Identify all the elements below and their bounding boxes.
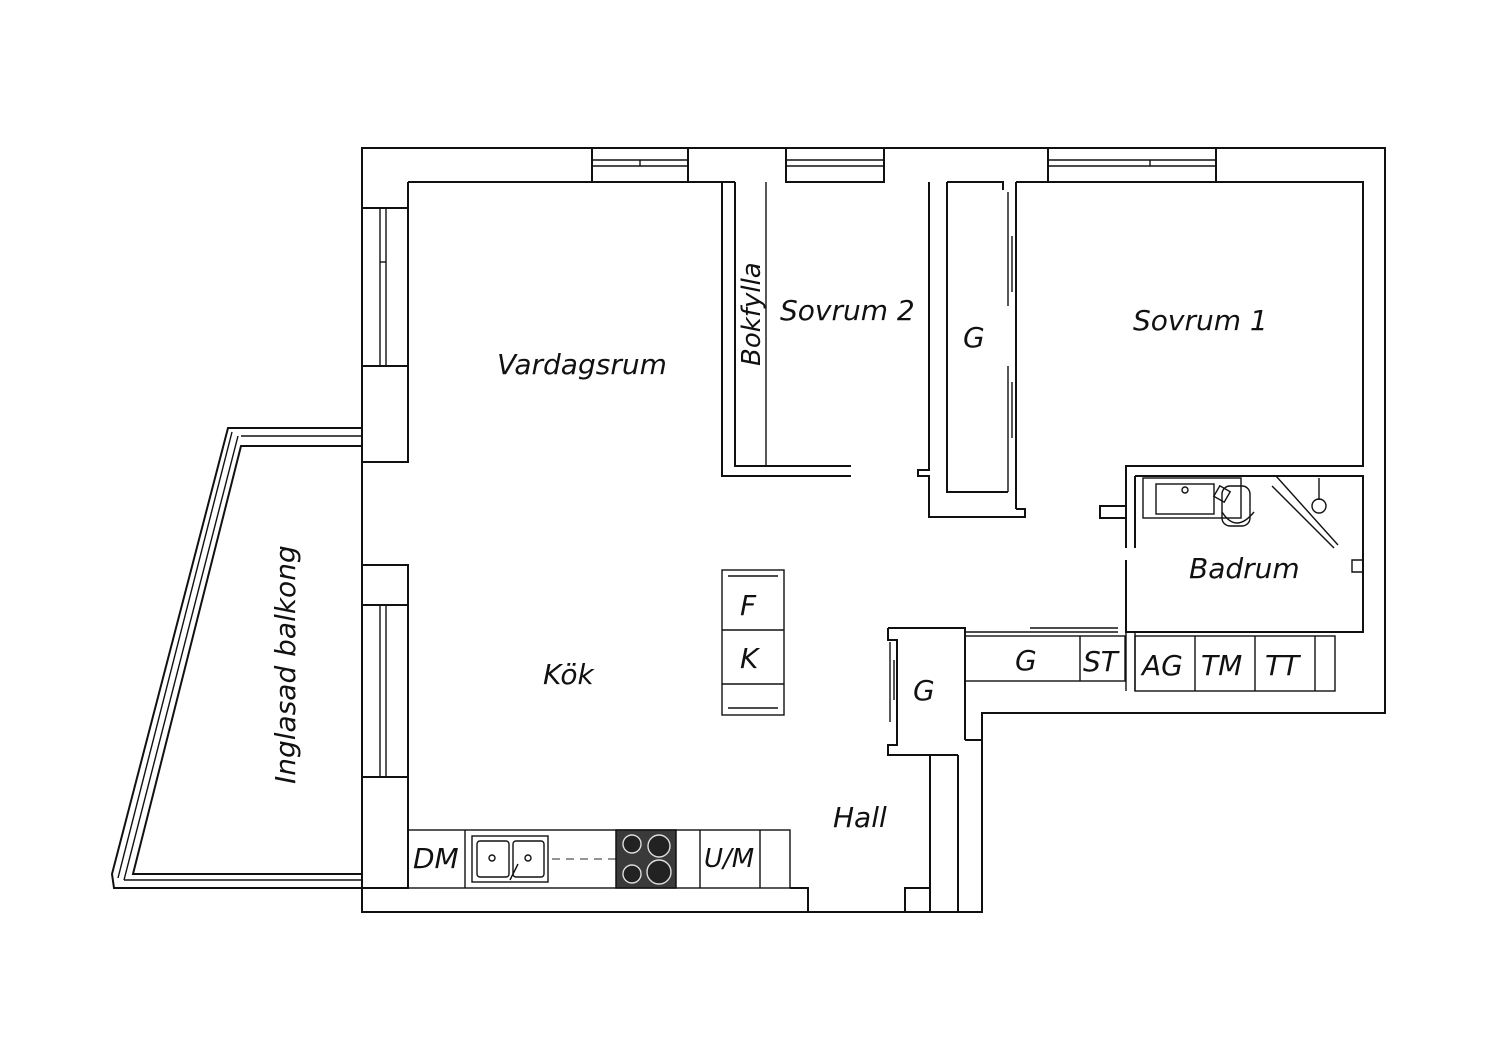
label-wardrobe-hall: G	[913, 674, 935, 707]
stove	[615, 829, 677, 889]
fixture-labels: F K DM U/M G G ST AG TM TT	[413, 589, 1301, 875]
label-dishwasher: DM	[413, 842, 459, 875]
label-ag: AG	[1140, 649, 1183, 682]
bedroom-2-walls	[722, 181, 1026, 518]
label-storage: ST	[1083, 645, 1120, 678]
hall-storage	[887, 620, 1336, 912]
label-tm: TM	[1201, 649, 1242, 682]
label-badrum: Badrum	[1189, 552, 1300, 585]
label-hall: Hall	[833, 801, 887, 834]
entry	[790, 887, 930, 912]
glazed-balcony	[110, 427, 363, 889]
left-windows	[361, 207, 409, 778]
bedroom-1-walls	[946, 181, 1364, 548]
room-labels: Vardagsrum Sovrum 2 Sovrum 1 Bokfylla G …	[269, 262, 1300, 834]
label-kok: Kök	[543, 658, 595, 691]
label-fridge: F	[740, 589, 757, 622]
top-windows	[591, 147, 1217, 183]
label-tt: TT	[1265, 649, 1301, 682]
exterior-walls	[361, 147, 1386, 913]
label-freezer: K	[740, 642, 761, 675]
bathroom	[1099, 466, 1364, 633]
label-sovrum-1: Sovrum 1	[1133, 304, 1268, 337]
label-vardagsrum: Vardagsrum	[497, 348, 667, 381]
kitchen-counter	[407, 829, 791, 889]
label-microwave-oven: U/M	[704, 844, 754, 874]
label-wardrobe-hall-2: G	[1015, 644, 1037, 677]
label-garderob-sovrum: G	[963, 321, 985, 354]
fridge-freezer-unit	[721, 569, 785, 716]
label-bokfylla: Bokfylla	[737, 262, 767, 366]
label-inglasad-balkong: Inglasad balkong	[269, 545, 302, 784]
label-sovrum-2: Sovrum 2	[780, 294, 915, 327]
